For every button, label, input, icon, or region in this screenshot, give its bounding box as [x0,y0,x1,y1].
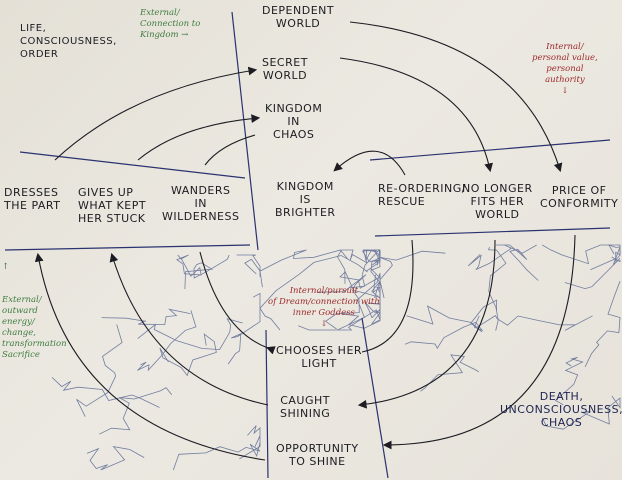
note-internal-personal: Internal/ personal value, personal autho… [532,42,598,96]
stage-wanders-wilderness: Wanders in wilderness [162,184,240,223]
stage-gives-up: Gives up what kept her stuck [78,186,147,225]
scribble-stroke [159,333,217,377]
scribble-stroke [236,254,261,277]
horizontal-axis-bottom-right [374,227,611,237]
scribble-stroke [487,246,507,331]
arc-gives-to-chaos [137,114,261,161]
scribble-stroke [584,281,621,367]
scribble-stroke [239,425,261,460]
note-external-outward: ↑ External/ outward energy/ change, tran… [2,262,67,360]
arc-dresses-to-secret [54,66,258,161]
label-death-unconsciousness-chaos: Death, unconsciousness, chaos [500,390,622,429]
scribble-stroke [420,354,480,392]
arc-reordering-to-brighter [333,150,406,176]
arc-caught-to-gives [109,252,269,406]
arc-price-to-opportunity [382,234,576,450]
scribble-stroke [337,249,380,284]
scribble-stroke [259,249,349,288]
note-external-kingdom: External/ Connection to Kingdom → [140,8,201,40]
stage-kingdom-brighter: Kingdom is brighter [275,180,336,219]
scribble-stroke [172,442,261,471]
scribble-stroke [361,249,381,262]
scribble-stroke [259,255,368,331]
scribble-stroke [86,446,145,471]
scribble-stroke [564,244,621,290]
label-life-consciousness-order: Life, Consciousness, Order [20,23,117,60]
scribble-stroke [137,310,197,372]
scribble-stroke [76,324,123,417]
arc-reordering-to-chooses [361,239,414,353]
scribble-stroke [99,387,173,435]
scribble-stroke [51,377,160,408]
arc-opportunity-to-dresses [34,252,266,461]
stage-caught-shining: Caught shining [280,394,331,420]
scribble-stroke [371,273,381,325]
shaded-chaos-scribble [51,244,621,471]
scribble-stroke [227,292,261,365]
scribble-stroke [176,254,202,277]
note-internal-dream: Internal/pursuit of Dream/connection wit… [268,286,380,329]
scribble-stroke [101,308,191,325]
arc-secret-to-nolonger [339,57,493,173]
stage-secret-world: Secret World [262,56,308,82]
stage-kingdom-in-chaos: Kingdom In Chaos [265,102,323,141]
scribble-stroke [476,315,593,331]
arc-dependent-to-price [349,21,563,173]
scribble-stroke [496,244,539,281]
scribble-stroke [554,357,584,406]
stage-no-longer-fits: No longer fits her world [462,182,533,221]
stage-dresses-the-part: Dresses the part [4,186,61,212]
scribble-stroke [467,244,537,271]
stage-opportunity-to-shine: Opportunity to shine [276,442,359,468]
vertical-axis-top [231,11,259,251]
stage-dependent-world: Dependent World [262,4,335,30]
vertical-axis-bottom-right [361,317,389,479]
horizontal-axis-bottom-left [4,244,251,251]
scribble-stroke [406,299,498,333]
horizontal-axis-top-right [369,139,611,161]
stage-reordering-rescue: Re-ordering/ Rescue [378,182,466,208]
scribble-stroke [137,318,243,351]
scribble-stroke [317,271,379,293]
arc-wanders-to-chaos [204,134,256,166]
scribble-stroke [542,244,621,265]
scribble-stroke [184,254,230,290]
arc-nolonger-to-caught [357,239,496,409]
scribble-stroke [542,395,621,430]
stage-chooses-her-light: Chooses her light [276,344,363,370]
horizontal-axis-top-left [19,151,246,179]
arc-chooses-to-wanders [199,251,276,355]
vertical-axis-bottom [265,329,269,479]
stage-price-of-conformity: Price of conformity [540,184,619,210]
